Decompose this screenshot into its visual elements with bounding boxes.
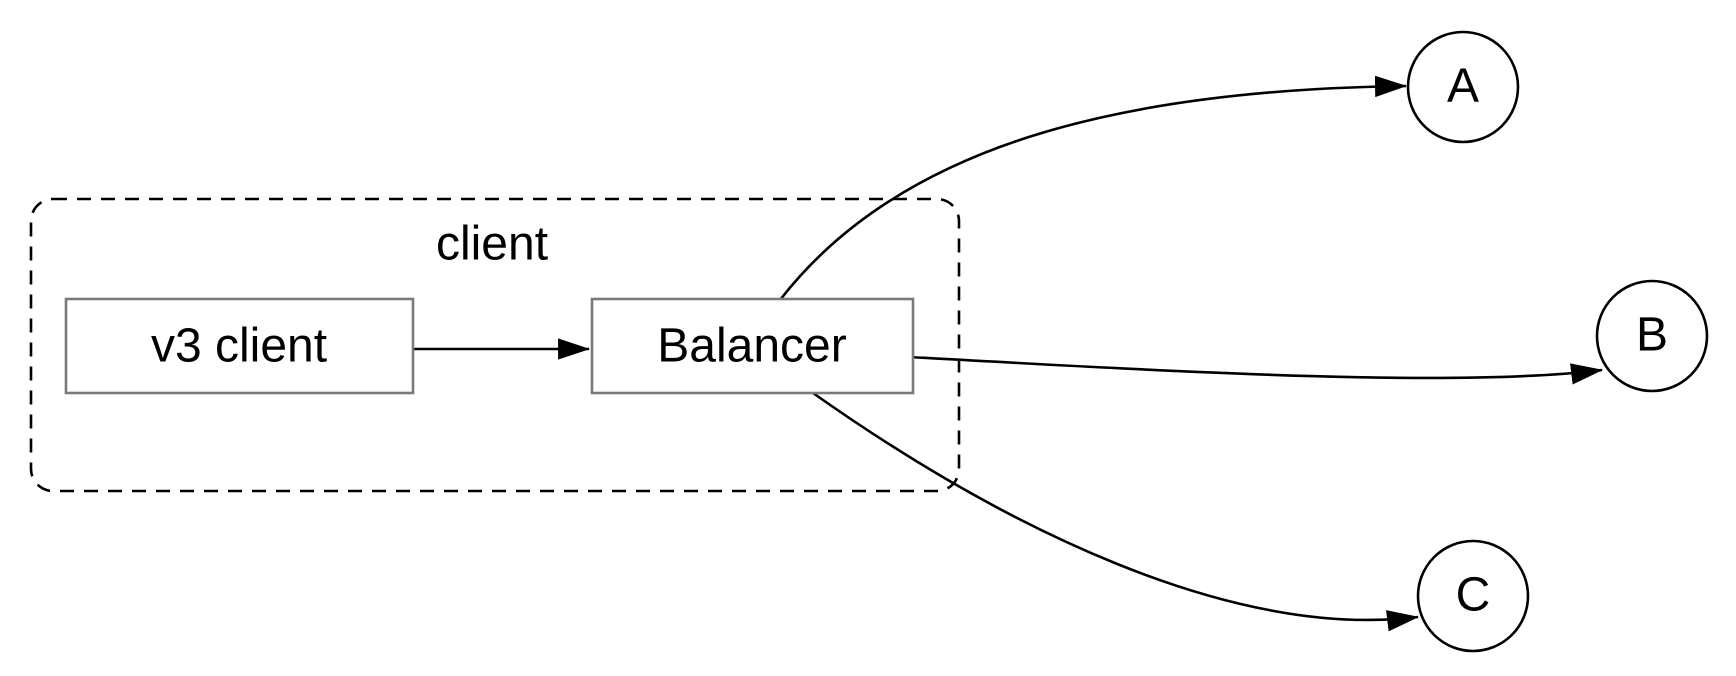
balancer-box: Balancer: [590, 297, 915, 395]
node-c-label: C: [1456, 569, 1491, 622]
node-b-circle: [1595, 279, 1709, 393]
node-a: A: [1406, 30, 1520, 144]
v3-client-box-frame: [64, 297, 415, 395]
balancer-box-frame: [590, 297, 915, 395]
client-group-boundary: [29, 197, 961, 493]
node-b: B: [1595, 279, 1709, 393]
balancer-label: Balancer: [657, 320, 846, 373]
client-group-label: client: [436, 218, 548, 271]
v3-client-label: v3 client: [151, 320, 327, 373]
node-b-label: B: [1636, 309, 1668, 362]
node-a-label: A: [1447, 60, 1479, 113]
edge-balancer-to-c: [812, 391, 1420, 632]
node-c-circle: [1416, 539, 1530, 653]
edge-balancer-to-b: [908, 355, 1604, 385]
v3-client-box: v3 client: [64, 297, 415, 395]
edge-balancer-to-a: [778, 75, 1408, 301]
node-a-circle: [1406, 30, 1520, 144]
node-c: C: [1416, 539, 1530, 653]
